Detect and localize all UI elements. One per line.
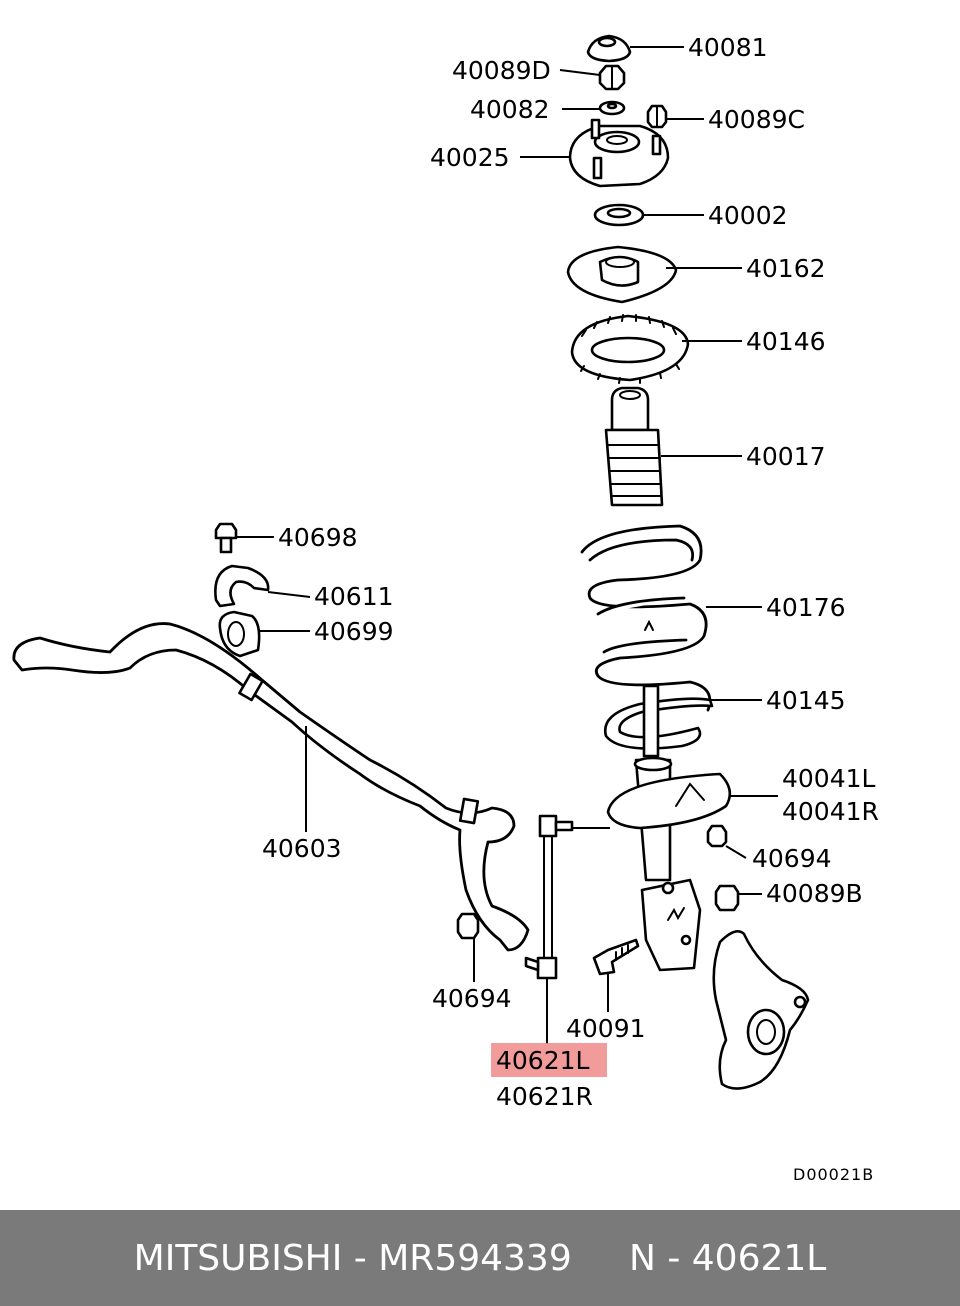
part-40176-coil-spring [580,524,712,712]
label-40017: 40017 [746,442,826,471]
part-40603-stabilizer-bar [12,622,530,952]
label-40081: 40081 [688,33,768,62]
part-40162-spring-seat [566,245,678,304]
label-40082: 40082 [470,95,550,124]
highlight-box [491,1043,607,1077]
diagram-code: D00021B [793,1165,874,1184]
label-40162: 40162 [746,254,826,283]
part-40699-bushing [218,610,261,658]
label-40002: 40002 [708,201,788,230]
part-40694-nut-lower [456,912,480,940]
part-40698-bolt [214,522,238,554]
footer-text: MITSUBISHI - MR594339 N - 40621L [133,1237,827,1279]
label-40698: 40698 [278,523,358,552]
label-40611: 40611 [314,582,394,611]
label-40621R: 40621R [496,1082,593,1111]
label-40041R: 40041R [782,797,879,826]
label-40603: 40603 [262,834,342,863]
label-40091: 40091 [566,1014,646,1043]
label-40176: 40176 [766,593,846,622]
part-40017-bump-stop [604,386,664,507]
part-40091-bolt [592,938,640,976]
part-40611-bracket [214,564,270,608]
suspension-parts-diagram: 40081 40089D 40082 40089C 40025 40002 40… [12,33,879,1184]
label-40089D: 40089D [452,56,551,85]
part-40041-strut [606,684,732,972]
label-40025: 40025 [430,143,510,172]
leader-lines [236,46,778,1044]
label-40041L: 40041L [782,764,876,793]
label-40621L: 40621L [496,1046,590,1075]
label-40694-upper: 40694 [752,844,832,873]
part-40089D-nut [598,64,626,91]
part-40002-bearing [593,203,645,227]
part-40621-stabilizer-link [524,814,574,980]
part-40089B-nut [714,884,740,912]
footer-bar: MITSUBISHI - MR594339 N - 40621L [0,1210,960,1306]
part-40082-washer [598,100,626,116]
part-40694-nut-upper [706,824,728,848]
part-40081-dust-cap [586,34,632,63]
label-40699: 40699 [314,617,394,646]
label-40089C: 40089C [708,105,805,134]
part-knuckle [712,930,810,1090]
part-40146-spring-pad [570,314,690,384]
part-40089C-nut [646,104,668,129]
label-40089B: 40089B [766,879,863,908]
label-40146: 40146 [746,327,826,356]
label-40145: 40145 [766,686,846,715]
part-40025-strut-mount [568,118,670,188]
label-40694-lower: 40694 [432,984,512,1013]
